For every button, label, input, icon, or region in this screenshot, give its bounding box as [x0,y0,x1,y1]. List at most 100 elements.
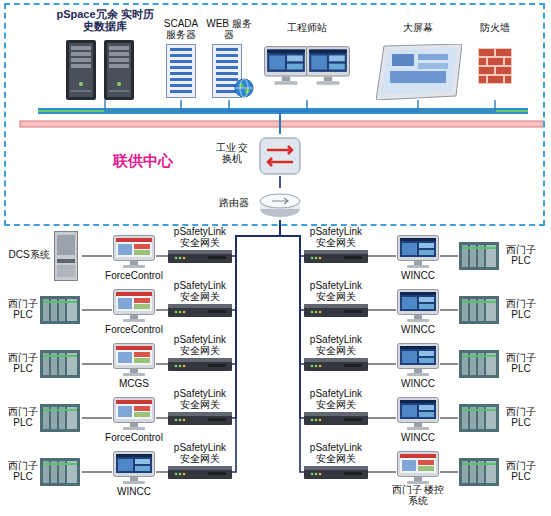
gateway-icon [168,358,232,371]
screen-icon [376,44,462,100]
node-label: 西门子 PLC [6,406,40,428]
network-link [368,417,396,418]
monitor-icon [398,452,439,485]
node-label: ForceControl [99,432,169,443]
network-link [82,417,112,418]
network-link [232,220,280,418]
node-label: ForceControl [99,270,169,281]
firewall-icon [478,48,512,84]
monitor-icon [307,47,350,85]
plc-device: 西门子 PLC [458,450,544,494]
security-gateway: pSafetyLink 安全网关 [168,388,232,426]
node-label: pSafetyLink 安全网关 [304,388,368,410]
gateway-icon [304,304,368,317]
node-label: 工程师站 [262,22,352,33]
monitor-icon [114,236,155,269]
node-label: pSafetyLink 安全网关 [168,280,232,302]
web-server: WEB 服务器 [206,14,252,100]
hmi-station: WINCC [396,342,440,388]
security-gateway: pSafetyLink 安全网关 [168,442,232,480]
plc-device: 西门子 PLC [458,396,544,440]
network-link [156,471,168,472]
gateway-icon [168,412,232,425]
gateway-icon [304,466,368,479]
node-label: 西门子 楼控系统 [388,484,448,506]
node-label: 防火墙 [472,22,518,33]
monitor-icon [398,398,439,431]
plc-device: 西门子 PLC [6,450,82,494]
plc-device: 西门子 PLC [6,342,82,386]
node-label: 大屏幕 [372,22,464,33]
node-label: MCGS [99,378,169,389]
node-label: WINCC [383,324,453,335]
network-link [368,471,396,472]
node-label: pSpace冗余 实时历史数据库 [55,8,155,32]
security-gateway: pSafetyLink 安全网关 [304,388,368,426]
network-link [156,309,168,310]
node-label: pSafetyLink 安全网关 [168,388,232,410]
node-label: ForceControl [99,324,169,335]
network-link [368,255,396,256]
network-link [440,471,458,472]
node-label: DCS系统 [6,249,52,260]
network-link [280,100,495,134]
security-gateway: pSafetyLink 安全网关 [304,334,368,372]
node-label: pSafetyLink 安全网关 [304,334,368,356]
router-icon [260,194,300,217]
node-label: WEB 服务器 [206,18,252,40]
monitor-icon [398,344,439,377]
network-link [440,363,458,364]
firewall: 防火墙 [472,14,518,100]
cabinet-icon [55,232,78,281]
network-link [82,363,112,364]
dcs-system: DCS系统 [6,234,82,278]
hmi-station: WINCC [396,396,440,442]
monitor-icon [398,290,439,323]
hmi-station: ForceControl [112,234,156,280]
node-label: pSafetyLink 安全网关 [304,280,368,302]
security-gateway: pSafetyLink 安全网关 [168,226,232,264]
network-link [156,255,168,256]
node-label: 联供中心 [106,153,180,170]
network-link [279,176,281,188]
plc-device: 西门子 PLC [458,288,544,332]
server-icon [104,40,134,100]
network-link [82,309,112,310]
network-link [232,220,280,472]
hmi-station: WINCC [396,288,440,334]
plc-icon [40,350,80,378]
network-link [82,255,112,256]
plc-icon [459,296,499,324]
gateway-icon [168,466,232,479]
node-label: 西门子 PLC [502,244,540,266]
monitor-icon [398,236,439,269]
node-label: 西门子 PLC [6,352,40,374]
plc-device: 西门子 PLC [458,342,544,386]
plc-icon [459,404,499,432]
hmi-station: ForceControl [112,288,156,334]
network-link [156,417,168,418]
network-link [181,100,280,134]
engineer-station: 工程师站 [262,14,352,100]
gateway-icon [304,250,368,263]
node-label: WINCC [99,486,169,497]
network-link [368,309,396,310]
security-gateway: pSafetyLink 安全网关 [304,226,368,264]
node-label: WINCC [383,270,453,281]
network-link [156,363,168,364]
network-link [229,100,280,134]
center-zone: 联供中心pSpace冗余 实时历史数据库SCADA 服务器WEB 服务器工程师站… [4,3,545,226]
plc-icon [459,458,499,486]
router: 路由器 [212,188,304,220]
monitor-icon [114,344,155,377]
node-label: pSafetyLink 安全网关 [168,226,232,248]
globe-icon [235,79,253,97]
server-icon [66,40,96,100]
network-link [280,100,307,134]
node-label: 西门子 PLC [502,406,540,428]
plc-icon [459,350,499,378]
server-icon [167,45,196,98]
security-gateway: pSafetyLink 安全网关 [168,334,232,372]
